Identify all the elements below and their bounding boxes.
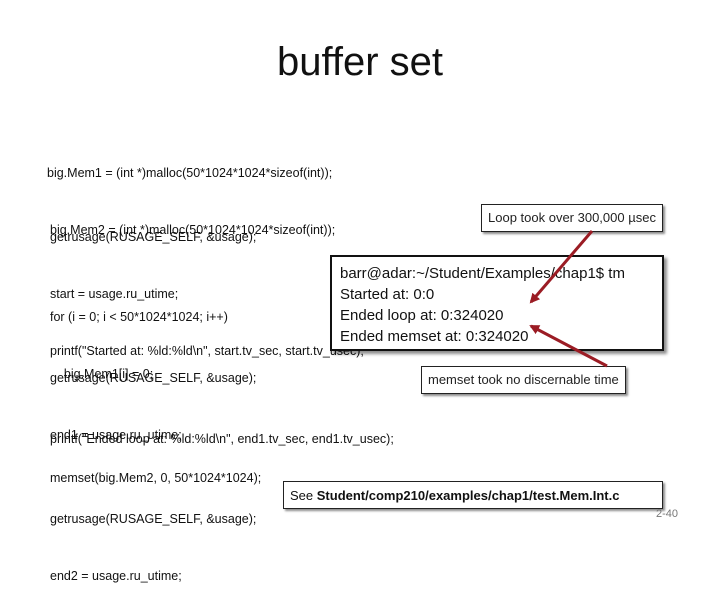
loop-time-callout: Loop took over 300,000 µsec (481, 204, 663, 232)
printf-ended-loop-code: printf("Ended loop at: %ld:%ld\n", end1.… (50, 392, 394, 468)
terminal-output: barr@adar:~/Student/Examples/chap1$ tm S… (330, 255, 664, 351)
code-line: printf("Ended loop at: %ld:%ld\n", end1.… (50, 432, 394, 446)
code-line: start = usage.ru_utime; (50, 287, 179, 301)
code-line: for (i = 0; i < 50*1024*1024; i++) (50, 310, 228, 324)
memset-time-callout: memset took no discernable time (421, 366, 626, 394)
code-line: getrusage(RUSAGE_SELF, &usage); (50, 512, 257, 526)
code-line: memset(big.Mem2, 0, 50*1024*1024); (50, 471, 262, 485)
code-line: getrusage(RUSAGE_SELF, &usage); (50, 371, 257, 385)
page-number: 2-40 (655, 508, 678, 520)
arrows-overlay (529, 230, 608, 368)
arrow-to-ended-loop (529, 230, 594, 304)
source-file-path: Student/comp210/examples/chap1/test.Mem.… (316, 488, 620, 503)
malloc-code: big.Mem1 = (int *)malloc(50*1024*1024*si… (47, 126, 335, 259)
code-line: big.Mem1 = (int *)malloc(50*1024*1024*si… (47, 166, 333, 180)
arrow-to-ended-memset (529, 324, 608, 368)
terminal-line: Started at: 0:0 (340, 286, 435, 303)
source-file-reference: See Student/comp210/examples/chap1/test.… (283, 481, 663, 509)
loop-code: for (i = 0; i < 50*1024*1024; i++) big.M… (50, 270, 228, 403)
end1-timing-code: getrusage(RUSAGE_SELF, &usage); end1 = u… (50, 331, 256, 464)
code-line: end1 = usage.ru_utime; (50, 428, 182, 442)
terminal-line: Ended memset at: 0:324020 (340, 328, 529, 345)
terminal-line: barr@adar:~/Student/Examples/chap1$ tm (340, 265, 625, 282)
slide-title: buffer set (276, 40, 444, 84)
see-prefix: See (290, 488, 317, 503)
code-line: printf("Started at: %ld:%ld\n", start.tv… (50, 344, 364, 358)
terminal-line: Ended loop at: 0:324020 (340, 307, 504, 324)
code-line: big.Mem1[i] = 0; (50, 367, 154, 381)
memset-code: memset(big.Mem2, 0, 50*1024*1024); (50, 431, 261, 507)
code-line: big.Mem2 = (int *)malloc(50*1024*1024*si… (50, 223, 336, 237)
code-line: end2 = usage.ru_utime; (50, 569, 182, 583)
code-line: getrusage(RUSAGE_SELF, &usage); (50, 230, 257, 244)
start-timing-code: getrusage(RUSAGE_SELF, &usage); start = … (50, 190, 364, 380)
